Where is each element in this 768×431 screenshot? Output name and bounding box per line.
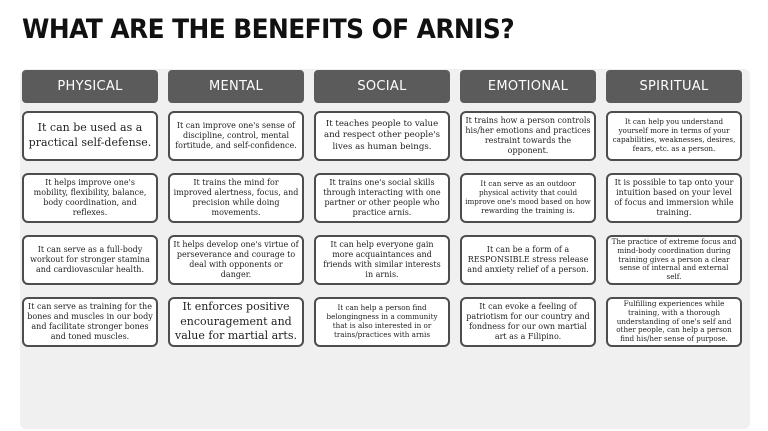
- header-physical: PHYSICAL: [22, 70, 158, 103]
- column-spiritual: SPIRITUAL It can help you understand you…: [606, 70, 742, 359]
- column-emotional: EMOTIONAL It trains how a person control…: [460, 70, 596, 359]
- card-emotional-1: It trains how a person controls his/her …: [460, 111, 596, 161]
- header-social: SOCIAL: [314, 70, 450, 103]
- page-title: WHAT ARE THE BENEFITS OF ARNIS?: [22, 14, 515, 45]
- card-physical-3: It can serve as a full-body workout for …: [22, 235, 158, 285]
- card-physical-1: It can be used as a practical self-defen…: [22, 111, 158, 161]
- header-spiritual: SPIRITUAL: [606, 70, 742, 103]
- card-physical-2: It helps improve one's mobility, flexibi…: [22, 173, 158, 223]
- card-social-2: It trains one's social skills through in…: [314, 173, 450, 223]
- header-emotional: EMOTIONAL: [460, 70, 596, 103]
- card-social-3: It can help everyone gain more acquainta…: [314, 235, 450, 285]
- card-mental-2: It trains the mind for improved alertnes…: [168, 173, 304, 223]
- column-physical: PHYSICAL It can be used as a practical s…: [22, 70, 158, 359]
- card-spiritual-2: It is possible to tap onto your intuitio…: [606, 173, 742, 223]
- card-mental-1: It can improve one's sense of discipline…: [168, 111, 304, 161]
- benefits-grid: PHYSICAL It can be used as a practical s…: [22, 70, 746, 359]
- card-physical-4: It can serve as training for the bones a…: [22, 297, 158, 347]
- column-social: SOCIAL It teaches people to value and re…: [314, 70, 450, 359]
- card-spiritual-1: It can help you understand yourself more…: [606, 111, 742, 161]
- header-mental: MENTAL: [168, 70, 304, 103]
- card-spiritual-3: The practice of extreme focus and mind-b…: [606, 235, 742, 285]
- card-mental-3: It helps develop one's virtue of perseve…: [168, 235, 304, 285]
- column-mental: MENTAL It can improve one's sense of dis…: [168, 70, 304, 359]
- card-mental-4: It enforces positive encouragement and v…: [168, 297, 304, 347]
- card-social-1: It teaches people to value and respect o…: [314, 111, 450, 161]
- card-social-4: It can help a person find belongingness …: [314, 297, 450, 347]
- card-spiritual-4: Fulfilling experiences while training, w…: [606, 297, 742, 347]
- card-emotional-4: It can evoke a feeling of patriotism for…: [460, 297, 596, 347]
- card-emotional-2: It can serve as an outdoor physical acti…: [460, 173, 596, 223]
- card-emotional-3: It can be a form of a RESPONSIBLE stress…: [460, 235, 596, 285]
